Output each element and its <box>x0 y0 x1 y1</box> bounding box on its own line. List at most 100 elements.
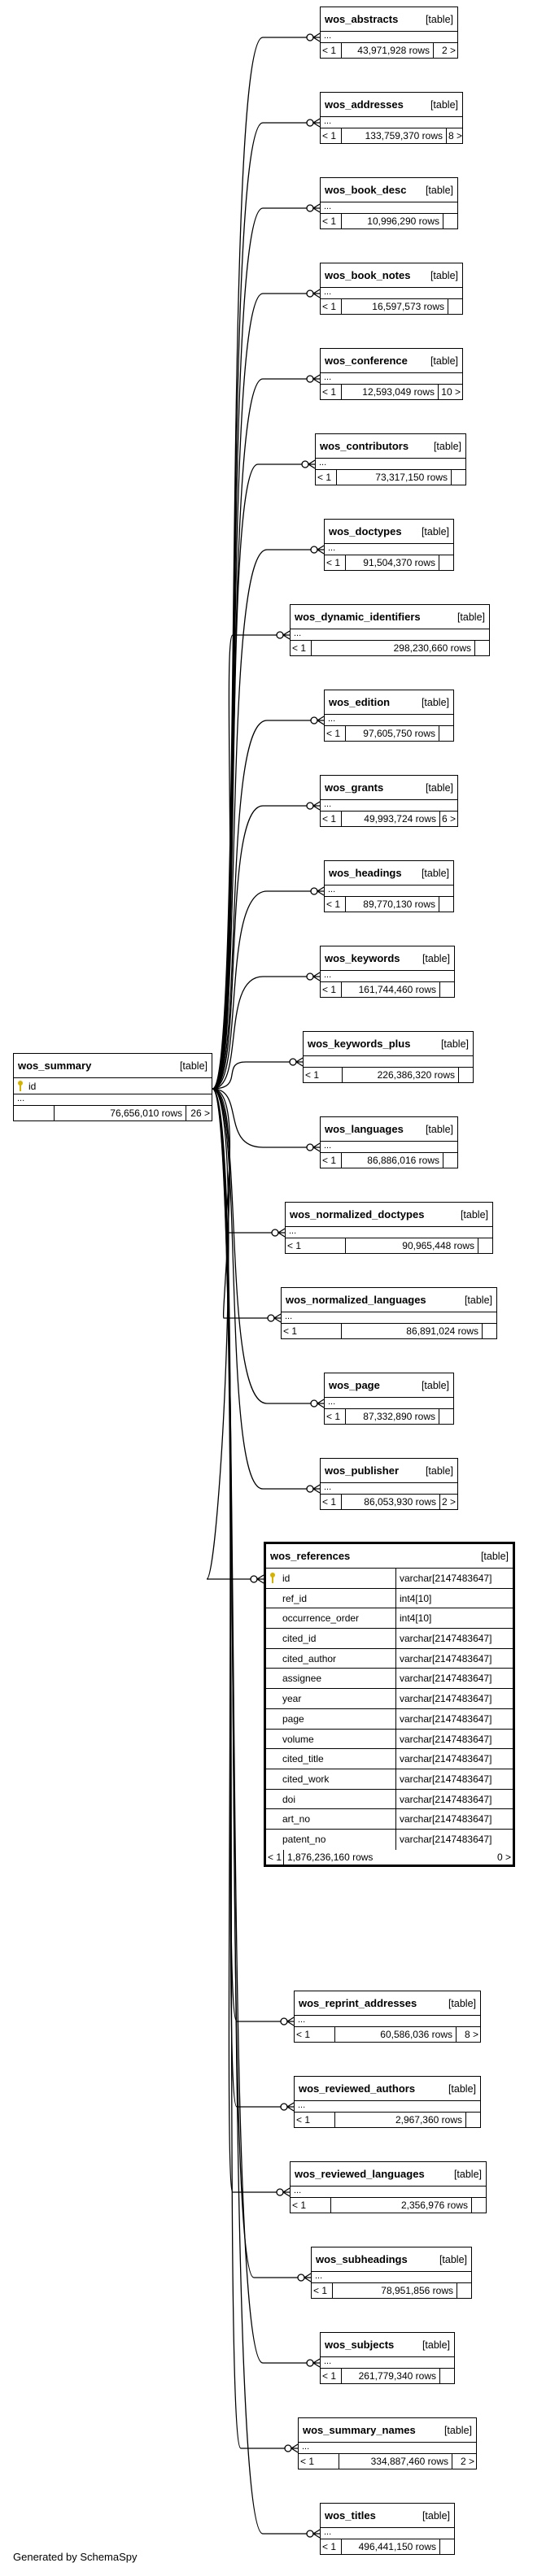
zero-cardinality-marker <box>306 2530 314 2538</box>
generated-by-credit: Generated by SchemaSpy <box>13 2551 138 2563</box>
many-cardinality-marker <box>291 2443 299 2453</box>
zero-cardinality-marker <box>306 973 314 981</box>
edge-wos_headings <box>212 890 317 1090</box>
table-name: wos_addresses <box>325 98 404 111</box>
table-header: wos_edition[table] <box>325 690 453 715</box>
table-header: wos_page [table] <box>325 1373 453 1398</box>
table-tag: [table] <box>425 781 453 794</box>
table-tag: [table] <box>430 355 458 367</box>
column-type: varchar[2147483647] <box>400 1673 492 1685</box>
children-count: 6 > <box>439 812 457 826</box>
table-tag: [table] <box>421 867 449 879</box>
zero-cardinality-marker <box>306 33 314 41</box>
zero-cardinality-marker <box>267 1314 275 1322</box>
row-count: 49,993,724 rows <box>364 813 436 825</box>
table-wos-summary[interactable]: wos_summary [table] id ... 76,656,010 ro… <box>13 1053 212 1121</box>
zero-cardinality-marker <box>306 1143 314 1151</box>
more-columns-indicator: ... <box>291 629 489 641</box>
more-columns-indicator: ... <box>312 2272 471 2283</box>
zero-cardinality-marker <box>271 1229 279 1237</box>
edge-wos_conference <box>212 378 313 1090</box>
table-name: wos_publisher <box>325 1464 400 1477</box>
table-footer: 76,656,010 rows 26 > <box>14 1106 212 1120</box>
table-tag: [table] <box>433 440 461 452</box>
table-name: wos_keywords <box>325 952 400 964</box>
column-name: cited_author <box>266 1648 396 1669</box>
parents-count: < 1 <box>325 897 346 912</box>
many-cardinality-marker <box>312 972 321 981</box>
table-header: wos_keywords_plus[table] <box>304 1032 473 1056</box>
many-cardinality-marker <box>295 1057 304 1067</box>
table-header: wos_summary_names[table] <box>299 2418 476 2443</box>
row-count: 261,779,340 rows <box>358 2370 436 2382</box>
many-cardinality-marker <box>312 374 321 384</box>
table-tag: [table] <box>425 1123 453 1135</box>
many-cardinality-marker <box>312 289 321 298</box>
children-count: 2 > <box>433 43 457 58</box>
many-cardinality-marker <box>312 33 321 42</box>
table-header: wos_publisher[table] <box>321 1459 457 1483</box>
column-type: varchar[2147483647] <box>400 1712 492 1725</box>
column-name: cited_id <box>266 1629 396 1648</box>
column-type: varchar[2147483647] <box>400 1733 492 1745</box>
many-cardinality-marker <box>308 459 316 469</box>
table-tag: [table] <box>448 1997 476 2009</box>
table-tag: [table] <box>430 98 458 111</box>
children-count: 8 > <box>456 2027 480 2042</box>
parents-count: < 1 <box>282 1324 342 1338</box>
many-cardinality-marker <box>312 801 321 811</box>
more-columns-indicator: ... <box>325 1398 453 1409</box>
table-header: wos_languages[table] <box>321 1117 457 1142</box>
table-name: wos_conference <box>325 355 408 367</box>
edge-wos_references <box>206 1088 257 1580</box>
column-name: art_no <box>266 1809 396 1829</box>
table-tag: [table] <box>457 611 485 623</box>
table-header: wos_reviewed_authors[table] <box>295 2077 480 2101</box>
table-name: wos_keywords_plus <box>308 1038 411 1050</box>
parents-count: < 1 <box>295 2027 335 2042</box>
table-tag: [table] <box>421 1379 449 1391</box>
table-name: wos_contributors <box>320 440 409 452</box>
column-type: varchar[2147483647] <box>400 1693 492 1705</box>
parents-count <box>14 1106 55 1120</box>
more-columns-indicator: ... <box>14 1094 212 1106</box>
row-count: 86,891,024 rows <box>406 1325 478 1337</box>
more-columns-indicator: ... <box>321 288 462 299</box>
table-name: wos_page <box>329 1379 380 1391</box>
